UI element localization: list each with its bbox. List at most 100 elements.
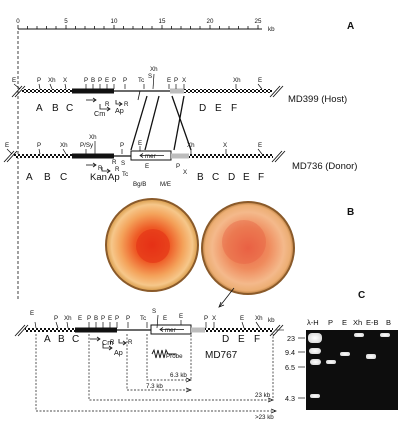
- host-site-p2: P: [84, 77, 88, 84]
- host-site-s: S: [148, 73, 152, 80]
- donor-cassette-r1: R: [98, 165, 103, 172]
- host-site-xh1: Xh: [48, 77, 56, 84]
- rec-site-p4: P: [115, 315, 119, 322]
- host-site-p4: P: [112, 77, 116, 84]
- scale-tick-5: 5: [64, 18, 68, 25]
- donor-gene-c2: C: [212, 172, 219, 183]
- scale-unit: kb: [268, 26, 275, 33]
- host-gene-d: D: [199, 103, 206, 114]
- gel-lane-xh: Xh: [353, 318, 362, 327]
- host-site-p3: P: [98, 77, 102, 84]
- panel-label-a: A: [347, 21, 354, 32]
- host-site-tc: Tc: [138, 77, 144, 84]
- gel-marker-23: 23: [287, 334, 295, 343]
- rec-mer-label: mer: [165, 327, 176, 334]
- host-map: E P Xh X P B P E P P Tc S Xh E P X Xh E …: [11, 66, 347, 118]
- fragment-23kb: 23 kb: [255, 392, 271, 399]
- rec-site-x: X: [212, 315, 216, 322]
- host-chromosome-left: [22, 89, 72, 93]
- gel-lane-e: E: [342, 318, 347, 327]
- host-break-left: [11, 85, 23, 98]
- scale-minor-ticks: [17, 25, 259, 29]
- donor-cassette-r2: R: [112, 159, 117, 166]
- rec-gene-a: A: [44, 334, 51, 345]
- colony-right: [201, 201, 295, 295]
- donor-break-right: [271, 150, 283, 163]
- host-break-right: [269, 85, 281, 98]
- host-site-e4: E: [258, 77, 262, 84]
- donor-site-x2: X: [223, 142, 227, 149]
- donor-map: mer E P Xh P/Sy Xh P E S R Tc E P X Xh X…: [3, 134, 357, 188]
- band-ladder-9-4: [309, 348, 321, 354]
- donor-site-e3: E: [145, 163, 149, 170]
- host-cassette-cm: [72, 88, 114, 94]
- donor-site-e2: E: [138, 140, 142, 147]
- gel-lane-ladder: λ-H: [307, 318, 319, 327]
- gel-marker-4-3: 4.3: [285, 394, 295, 403]
- band-ladder-23: [308, 333, 322, 343]
- rec-kb-unit: kb: [268, 317, 275, 324]
- rec-site-tc: Tc: [140, 315, 146, 322]
- scale-tick-20: 20: [207, 18, 214, 25]
- rec-cassette-cm-label: Cm: [102, 338, 113, 347]
- host-cassette-cm-label: Cm: [94, 109, 105, 118]
- rec-cassette-ap-label: Ap: [114, 348, 123, 357]
- host-tc-pointer: [137, 90, 141, 101]
- host-site-e3: E: [167, 77, 171, 84]
- rec-strain-name: MD767: [205, 350, 238, 361]
- fragment-6-3kb: 6.3 kb: [170, 372, 187, 379]
- donor-cassette-me: M/E: [160, 181, 171, 188]
- donor-site-p3: P: [176, 163, 180, 170]
- host-cassette-r1: R: [105, 101, 110, 108]
- donor-site-e1: E: [5, 142, 9, 149]
- rec-break-right: [269, 324, 281, 337]
- rec-chromosome-left: [25, 328, 75, 332]
- host-chromosome-right: [184, 89, 272, 93]
- donor-gene-b2: B: [197, 172, 204, 183]
- gel-marker-9-4: 9.4: [285, 348, 295, 357]
- scale-tick-0: 0: [16, 18, 20, 25]
- donor-site-p1: P: [37, 142, 41, 149]
- host-gray-block: [170, 88, 184, 94]
- donor-gene-b1: B: [44, 172, 51, 183]
- host-site-e1: E: [12, 77, 16, 84]
- rec-site-b: B: [94, 315, 98, 322]
- host-site-b1: B: [91, 77, 95, 84]
- rec-site-p5: P: [126, 315, 130, 322]
- probe-label: Probe: [166, 353, 183, 360]
- donor-chromosome-left: [14, 154, 72, 158]
- rec-site-xh1: Xh: [64, 315, 72, 322]
- host-gene-b: B: [52, 103, 59, 114]
- rec-site-s: S: [152, 308, 156, 315]
- rec-site-e4: E: [163, 315, 167, 322]
- donor-site-xh3: Xh: [187, 142, 195, 149]
- donor-gene-d: D: [228, 172, 235, 183]
- rec-cassette-r1: R: [110, 339, 115, 346]
- donor-cassette-ap-label: Ap: [108, 172, 120, 183]
- host-site-p5: P: [123, 77, 127, 84]
- rec-gene-e: E: [238, 334, 245, 345]
- host-site-x1: X: [63, 77, 67, 84]
- rec-site-e3: E: [108, 315, 112, 322]
- host-site-xh3: Xh: [233, 77, 241, 84]
- scale-tick-25: 25: [255, 18, 262, 25]
- gel-lane-p: P: [328, 318, 333, 327]
- band-eb: [366, 354, 376, 359]
- gel-background: [306, 330, 398, 410]
- donor-gene-a: A: [26, 172, 33, 183]
- host-arrow-3: [115, 100, 122, 105]
- rec-gene-c: C: [72, 334, 79, 345]
- rec-site-e2: E: [78, 315, 82, 322]
- band-ladder-6-5: [310, 359, 321, 365]
- southern-blot: λ-H P E Xh E-B B 23 9.4 6.5 4.3: [285, 318, 398, 410]
- gel-bands: [308, 333, 390, 398]
- donor-gene-e: E: [243, 172, 250, 183]
- colony-photos: [105, 198, 295, 308]
- rec-site-p3: P: [101, 315, 105, 322]
- fragment-brackets: [35, 334, 276, 412]
- rec-gene-d: D: [222, 334, 229, 345]
- rec-gene-f: F: [254, 334, 260, 345]
- gel-lane-b: B: [386, 318, 391, 327]
- rec-cassette-cm: [75, 327, 117, 333]
